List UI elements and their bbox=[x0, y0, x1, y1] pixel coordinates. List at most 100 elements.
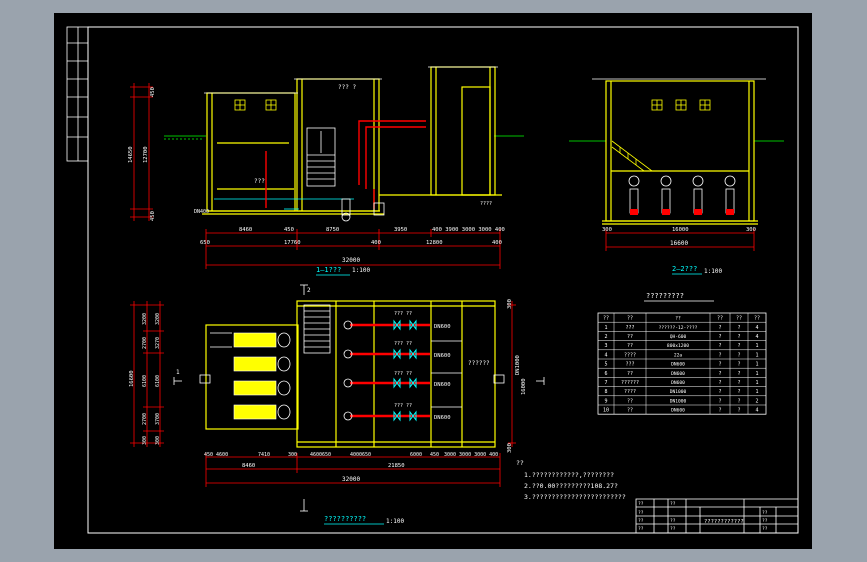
cad-drawing: 450 14650 12700 450 ??? ? ??? DN400 ????… bbox=[66, 26, 799, 534]
equipment-table-cell: 4 bbox=[755, 325, 758, 331]
plan-pipe-label-3: ??? ?? bbox=[394, 403, 412, 409]
s11-label-d: ???? bbox=[480, 201, 492, 207]
equipment-table-cell: ??????-12-???? bbox=[659, 325, 698, 331]
tb-left-1: ?? bbox=[638, 518, 644, 524]
equipment-table-cell: ? bbox=[718, 362, 721, 368]
equipment-table-cell: ? bbox=[718, 352, 721, 358]
s11-left-dim-0: 450 bbox=[150, 87, 156, 97]
plan-scale: 1:100 bbox=[386, 518, 404, 525]
equipment-table-cell: 800x1200 bbox=[667, 343, 689, 349]
plan-left-mid-1: 2700 bbox=[142, 337, 148, 349]
plan-view: ??? ?? ??? ?? ??? ?? ??? ?? DN600 DN600 … bbox=[129, 284, 545, 525]
equipment-table-cell: DN600 bbox=[671, 371, 685, 377]
equipment-table-cell: ? bbox=[737, 389, 740, 395]
plan-title: ?????????? bbox=[324, 515, 366, 523]
plan-dim1-3: 4600650 bbox=[310, 452, 331, 458]
equipment-table-cell: ? bbox=[718, 398, 721, 404]
equipment-table-cell: 3 bbox=[604, 343, 607, 349]
equipment-table-cell: 9 bbox=[604, 398, 607, 404]
plan-dim1-0: 450 4600 bbox=[204, 452, 228, 458]
plan-dim1-5: 6000 bbox=[410, 452, 422, 458]
equipment-table-cell: ? bbox=[718, 325, 721, 331]
s11-dim2-4: 400 bbox=[492, 240, 502, 246]
s11-dim2-1: 17760 bbox=[284, 240, 301, 246]
tb-mid-2: ?? bbox=[670, 526, 676, 532]
equipment-table-cell: 1 bbox=[755, 343, 758, 349]
plan-total: 32000 bbox=[342, 476, 360, 483]
equipment-table-cell: ???? bbox=[624, 352, 636, 358]
plan-left-mid-0: 3200 bbox=[142, 313, 148, 325]
plan-dn-2: DN600 bbox=[434, 382, 451, 388]
plan-section-mark-2: 2 bbox=[307, 287, 311, 294]
equipment-table-cell: ? bbox=[737, 398, 740, 404]
equipment-table-cell: ?????? bbox=[621, 380, 639, 386]
plan-left-inner-4: 300 bbox=[155, 436, 161, 445]
plan-dn-1: DN600 bbox=[434, 353, 451, 359]
s11-dim2-3: 12800 bbox=[426, 240, 443, 246]
tb-right-2: ?? bbox=[762, 526, 768, 532]
s11-label-a: ??? ? bbox=[338, 84, 356, 91]
equipment-table-cell: ?? bbox=[627, 334, 633, 340]
plan-dim1-6: 450 bbox=[430, 452, 439, 458]
s22-dim-0: 300 bbox=[602, 227, 612, 233]
s22-dim-2: 300 bbox=[746, 227, 756, 233]
s11-title: 1—1??? bbox=[316, 266, 341, 274]
equipment-table-cell: 6 bbox=[604, 371, 607, 377]
equipment-table-cell: DN600 bbox=[671, 362, 685, 368]
s22-scale: 1:100 bbox=[704, 268, 722, 275]
s11-dim2-0: 650 bbox=[200, 240, 210, 246]
plan-right-mid: 16000 bbox=[521, 378, 527, 395]
s11-label-c: DN400 bbox=[194, 209, 209, 215]
plan-dim1-4: 4000650 bbox=[350, 452, 371, 458]
equipment-table-cell: 2 bbox=[604, 334, 607, 340]
equipment-table-cell: 8 bbox=[604, 389, 607, 395]
equipment-table-cell: ? bbox=[737, 343, 740, 349]
s11-scale: 1:100 bbox=[352, 267, 370, 274]
s22-dim-1: 16000 bbox=[672, 227, 689, 233]
section-2-2: 300 16000 300 16600 2—2??? 1:100 bbox=[569, 78, 784, 275]
plan-right-dn: DN1000 bbox=[515, 355, 521, 375]
equipment-table-cell: 1 bbox=[755, 371, 758, 377]
tb-left-0: ?? bbox=[638, 510, 644, 516]
equipment-table-header: ?? bbox=[717, 316, 723, 322]
equipment-table-cell: 4 bbox=[755, 334, 758, 340]
equipment-table-cell: ? bbox=[718, 389, 721, 395]
equipment-table-cell: 7 bbox=[604, 380, 607, 386]
equipment-table-cell: 2 bbox=[755, 398, 758, 404]
equipment-table-cell: ??? bbox=[625, 325, 634, 331]
equipment-table-title: ????????? bbox=[646, 292, 684, 300]
s11-dim2-2: 400 bbox=[371, 240, 381, 246]
s11-left-dim-3: 450 bbox=[150, 211, 156, 221]
equipment-table-cell: ?? bbox=[627, 371, 633, 377]
s22-title: 2—2??? bbox=[672, 265, 697, 273]
equipment-table-cell: ? bbox=[737, 325, 740, 331]
tb-left-2: ?? bbox=[638, 526, 644, 532]
plan-right-bot: 300 bbox=[507, 443, 513, 453]
equipment-table-cell: DN1000 bbox=[670, 389, 687, 395]
plan-dim2-0: 8460 bbox=[242, 463, 255, 469]
s11-total: 32000 bbox=[342, 257, 360, 264]
notes-line-2: 3.???????????????????????? bbox=[524, 493, 626, 501]
plan-left-inner-1: 3270 bbox=[155, 337, 161, 349]
s11-dim1-2: 8750 bbox=[326, 227, 339, 233]
equipment-table-cell: DN600 bbox=[671, 380, 685, 386]
plan-dim1-2: 300 bbox=[288, 452, 297, 458]
equipment-table-header: ?? bbox=[675, 316, 681, 322]
plan-dim1-7: 3000 3000 3000 400 bbox=[444, 452, 498, 458]
plan-left-mid-3: 2700 bbox=[142, 413, 148, 425]
equipment-table-header: ?? bbox=[754, 316, 760, 322]
plan-pipe-label-0: ??? ?? bbox=[394, 311, 412, 317]
equipment-table-cell: ? bbox=[718, 343, 721, 349]
s11-dim1-1: 450 bbox=[284, 227, 294, 233]
s11-label-b: ??? bbox=[254, 178, 265, 185]
equipment-table-cell: ? bbox=[737, 371, 740, 377]
plan-left-inner-3: 3700 bbox=[155, 413, 161, 425]
equipment-table-cell: 5 bbox=[604, 362, 607, 368]
s11-left-dim-2: 12700 bbox=[143, 146, 149, 163]
tb-right-1: ?? bbox=[762, 518, 768, 524]
tb-drawing-name: ???????????? bbox=[704, 519, 744, 525]
title-block bbox=[635, 498, 799, 534]
tb-right-0: ?? bbox=[762, 510, 768, 516]
equipment-table-border bbox=[597, 312, 767, 415]
equipment-table-cell: ???? bbox=[624, 389, 636, 395]
